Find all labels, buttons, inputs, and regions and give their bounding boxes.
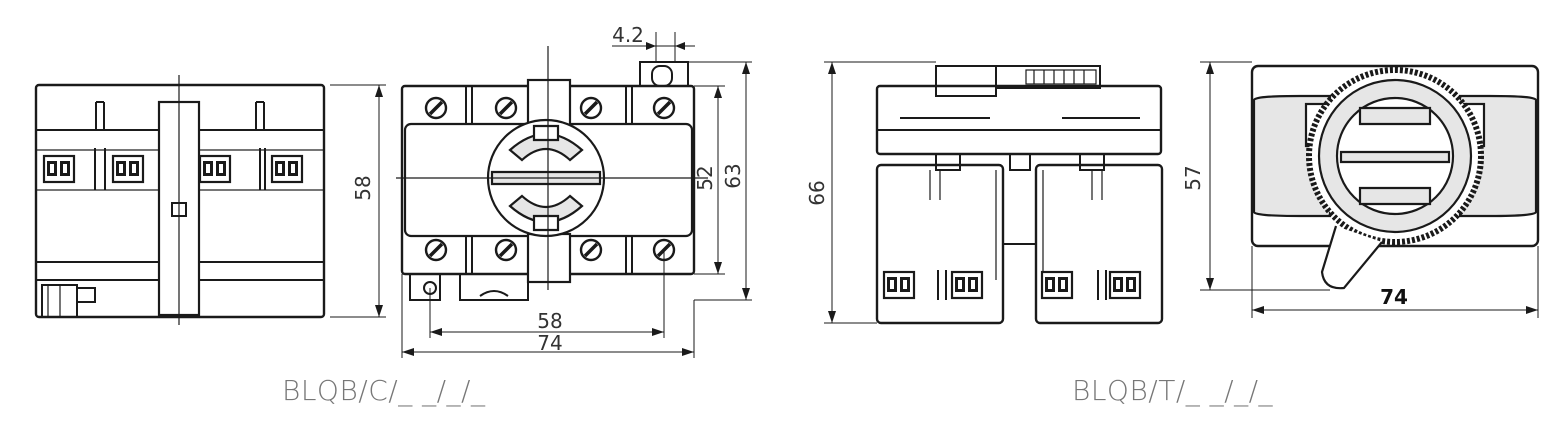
dim-c-mount-width: 58 xyxy=(537,309,562,333)
dim-c-height: 58 xyxy=(351,175,375,200)
c-side-view: 58 xyxy=(34,75,386,325)
dim-t-height: 66 xyxy=(805,180,829,205)
dim-c-outer-height: 63 xyxy=(721,163,745,188)
dim-c-offset: 4.2 xyxy=(612,23,644,47)
c-front-view: 4.2 52 63 58 74 xyxy=(396,23,752,358)
t-front-view: 57 74 xyxy=(1181,61,1540,318)
dim-c-inner-height: 52 xyxy=(693,165,717,190)
dim-t-height: 57 xyxy=(1181,165,1205,190)
dim-c-overall-width: 74 xyxy=(537,331,562,355)
caption-left: BLQB/C/_ _/_/_ xyxy=(282,374,486,407)
t-side-view: 66 xyxy=(805,61,1164,325)
dim-t-width: 74 xyxy=(1380,285,1408,309)
caption-right: BLQB/T/_ _/_/_ xyxy=(1072,374,1274,407)
